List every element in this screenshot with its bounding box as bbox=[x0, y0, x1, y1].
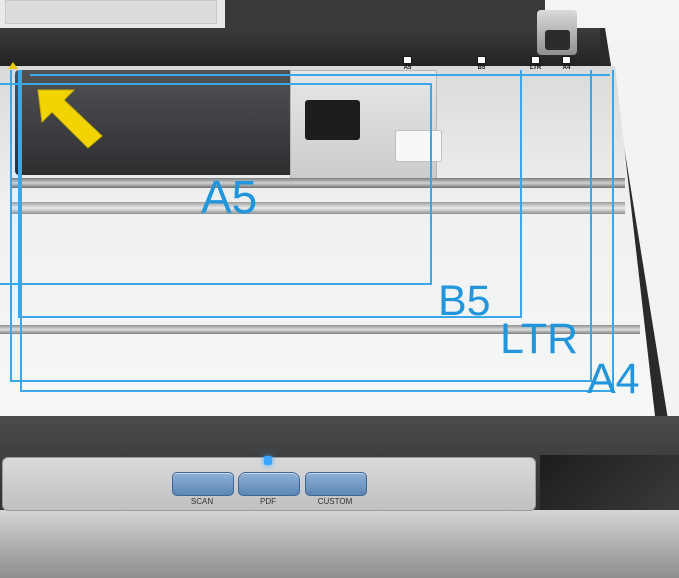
a5-guide-frame bbox=[0, 83, 432, 285]
guide-rail-lower bbox=[0, 325, 640, 334]
pdf-button-label: PDF bbox=[260, 497, 276, 506]
corner-marker-icon bbox=[8, 62, 18, 69]
ltr-size-label: LTR bbox=[500, 315, 579, 363]
document-icon bbox=[477, 56, 486, 64]
guide-rail-middle bbox=[10, 202, 625, 214]
a5-size-label: A5 bbox=[201, 171, 258, 223]
scan-button[interactable] bbox=[172, 472, 234, 496]
led-icon bbox=[264, 456, 272, 465]
document-icon bbox=[531, 56, 541, 64]
bezel-corner bbox=[540, 455, 679, 515]
scan-carriage bbox=[15, 70, 295, 175]
lid-hinge-slot bbox=[545, 30, 570, 50]
a4-guide-frame bbox=[20, 70, 614, 392]
custom-button[interactable] bbox=[305, 472, 367, 496]
scan-button-label: SCAN bbox=[190, 497, 214, 506]
b5-size-label: B5 bbox=[438, 277, 491, 325]
ltr-guide-frame bbox=[10, 70, 592, 382]
yellow-arrow-icon bbox=[37, 89, 103, 149]
carriage-pad bbox=[395, 130, 442, 162]
a4-size-label: A4 bbox=[587, 355, 640, 403]
ltr-edge-mark: LTR bbox=[530, 56, 541, 71]
document-icon bbox=[562, 56, 571, 64]
b5-edge-mark-text: B5 bbox=[477, 65, 486, 71]
carriage-clip bbox=[305, 100, 360, 140]
a5-edge-mark-text: A5 bbox=[403, 65, 412, 71]
ltr-edge-mark-text: LTR bbox=[530, 65, 542, 71]
a4-edge-mark: A4 bbox=[562, 56, 571, 71]
a5-edge-mark: A5 bbox=[403, 56, 412, 71]
glass-top-edge bbox=[0, 28, 600, 66]
background-shelf bbox=[5, 0, 217, 24]
scanner-base bbox=[0, 510, 679, 578]
top-guide-line bbox=[30, 74, 610, 76]
custom-button-label: CUSTOM bbox=[317, 497, 353, 506]
pdf-button[interactable] bbox=[238, 472, 300, 496]
b5-edge-mark: B5 bbox=[477, 56, 486, 71]
b5-guide-frame bbox=[18, 70, 522, 318]
guide-rail-upper bbox=[10, 178, 625, 188]
a4-edge-mark-text: A4 bbox=[562, 65, 571, 71]
document-icon bbox=[403, 56, 412, 64]
